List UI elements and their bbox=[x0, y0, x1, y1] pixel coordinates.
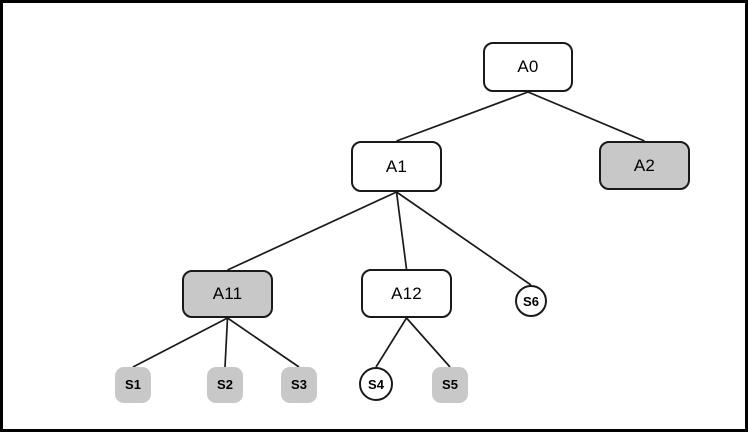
node-A0: A0 bbox=[483, 42, 573, 92]
edge-A12-S4 bbox=[375, 317, 408, 368]
node-label: S3 bbox=[291, 376, 307, 392]
node-label: S6 bbox=[523, 293, 539, 309]
edge-A1-A11 bbox=[227, 191, 397, 271]
node-A1: A1 bbox=[351, 141, 442, 192]
edge-A1-S6 bbox=[396, 191, 532, 286]
node-S1: S1 bbox=[115, 367, 151, 403]
edge-A0-A2 bbox=[527, 91, 645, 142]
node-S6: S6 bbox=[515, 285, 547, 317]
node-label: A12 bbox=[391, 283, 422, 303]
node-S3: S3 bbox=[281, 367, 317, 403]
node-label: A0 bbox=[517, 57, 539, 76]
edge-A11-S1 bbox=[132, 317, 228, 368]
node-label: S5 bbox=[442, 376, 458, 392]
node-S4: S4 bbox=[359, 367, 393, 401]
node-label: S1 bbox=[125, 376, 141, 392]
node-label: A1 bbox=[385, 156, 408, 176]
node-label: A11 bbox=[212, 284, 243, 303]
node-S2: S2 bbox=[207, 367, 243, 403]
node-label: A2 bbox=[633, 155, 656, 175]
node-A11: A11 bbox=[182, 270, 273, 318]
node-label: S2 bbox=[217, 376, 233, 392]
node-A2: A2 bbox=[599, 141, 690, 190]
node-S5: S5 bbox=[432, 367, 468, 403]
edge-A11-S2 bbox=[224, 317, 229, 368]
edge-A12-S5 bbox=[405, 317, 451, 368]
node-label: S4 bbox=[368, 376, 384, 392]
edge-A1-A12 bbox=[395, 191, 408, 270]
edge-A0-A1 bbox=[396, 91, 529, 142]
edge-A11-S3 bbox=[227, 317, 300, 368]
node-A12: A12 bbox=[361, 269, 452, 318]
